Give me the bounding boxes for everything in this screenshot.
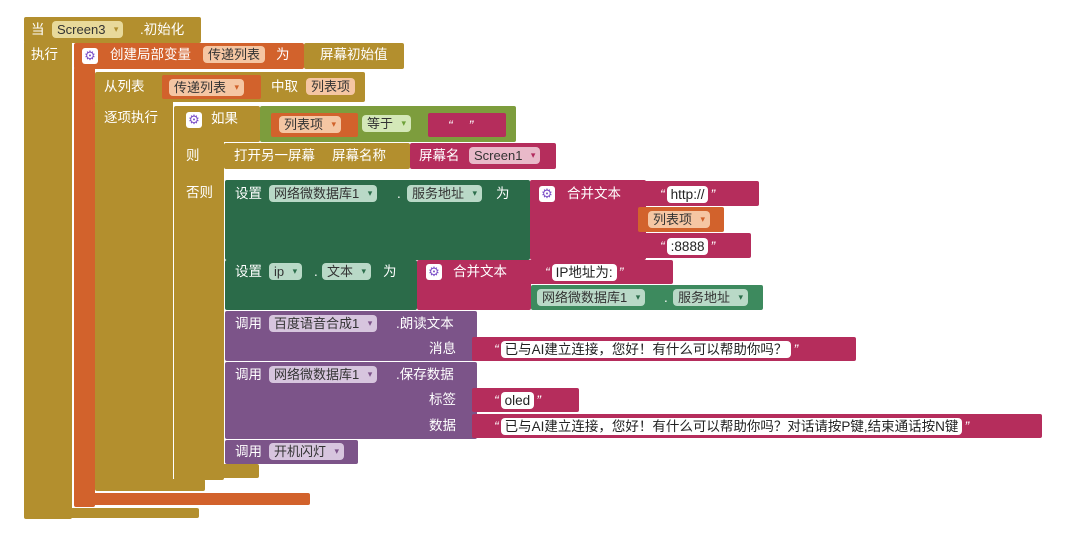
gear-icon[interactable]: ⚙ (539, 186, 555, 202)
local-variable-to-label: 为 (276, 47, 290, 62)
foreach-spine (95, 100, 173, 490)
event-block-screen3-initialize[interactable] (24, 17, 201, 519)
getter-dot: . (664, 290, 668, 305)
local-variable-label: 创建局部变量 (110, 47, 191, 62)
call2-tag-label: 标签 (429, 392, 456, 407)
call1-component-dropdown[interactable]: 百度语音合成1 (269, 315, 378, 332)
join2-label: 合并文本 (453, 264, 507, 279)
text-literal-tag: “oled” (494, 392, 541, 409)
text-literal-message: “已与AI建立连接，您好！有什么可以帮助你吗？” (494, 341, 799, 358)
set2-to-label: 为 (383, 264, 397, 279)
set2-component-dropdown[interactable]: ip (269, 263, 303, 280)
set1-dot: . (397, 186, 401, 201)
text-value-tag[interactable]: oled (500, 392, 535, 409)
if-footer (174, 464, 259, 478)
call1-msg-label: 消息 (429, 341, 456, 356)
screen-name-dropdown[interactable]: Screen1 (469, 147, 541, 164)
foreach-take-label: 中取 (271, 79, 298, 94)
if-label: 如果 (211, 111, 238, 126)
event-do-label: 执行 (31, 47, 58, 62)
text-literal-ip-label: “IP地址为:” (545, 264, 624, 281)
compare-operator-dropdown[interactable]: 等于 (362, 115, 412, 132)
event-when-label: 当 (31, 22, 45, 37)
call2-method-label: .保存数据 (396, 367, 454, 382)
set2-set-label: 设置 (235, 264, 262, 279)
call1-method-label: .朗读文本 (396, 316, 454, 331)
set2-dot: . (314, 264, 318, 279)
call3-procedure-dropdown[interactable]: 开机闪灯 (269, 443, 345, 460)
event-name-label: .初始化 (140, 22, 185, 37)
then-label: 则 (186, 148, 200, 163)
call1-call-label: 调用 (235, 316, 262, 331)
getter-component-dropdown[interactable]: 网络微数据库1 (537, 289, 646, 306)
open-screen-name-label: 屏幕名称 (332, 148, 386, 163)
gear-icon[interactable]: ⚙ (426, 264, 442, 280)
else-label: 否则 (186, 185, 213, 200)
text-literal-http: “http://” (660, 186, 716, 203)
text-value-message[interactable]: 已与AI建立连接，您好！有什么可以帮助你吗？ (500, 341, 792, 358)
local-variable-name-field[interactable]: 传递列表 (203, 46, 266, 63)
open-screen-block[interactable] (224, 143, 410, 169)
foreach-list-dropdown[interactable]: 传递列表 (169, 79, 245, 96)
event-footer (24, 508, 199, 518)
call2-component-dropdown[interactable]: 网络微数据库1 (269, 366, 378, 383)
join-item-dropdown[interactable]: 列表项 (648, 211, 711, 228)
foreach-from-label: 从列表 (104, 79, 145, 94)
screen-name-label: 屏幕名 (419, 148, 460, 163)
foreach-footer (95, 479, 205, 491)
gear-icon[interactable]: ⚙ (82, 48, 98, 64)
set2-property-dropdown[interactable]: 文本 (322, 263, 372, 280)
empty-text-block[interactable] (428, 113, 506, 137)
call2-data-label: 数据 (429, 418, 456, 433)
open-screen-label: 打开另一屏幕 (234, 148, 315, 163)
event-spine (24, 41, 72, 519)
set1-property-dropdown[interactable]: 服务地址 (407, 185, 483, 202)
set1-component-dropdown[interactable]: 网络微数据库1 (269, 185, 378, 202)
event-component-dropdown[interactable]: Screen3 (52, 21, 124, 38)
screen-start-value-block[interactable] (304, 43, 404, 69)
local-variable-header[interactable] (74, 43, 304, 69)
text-value-ip-label[interactable]: IP地址为: (551, 264, 617, 281)
getter-property-dropdown[interactable]: 服务地址 (673, 289, 749, 306)
gear-icon[interactable]: ⚙ (186, 112, 202, 128)
text-value-http[interactable]: http:// (666, 186, 709, 203)
call3-call-label: 调用 (235, 444, 262, 459)
text-value-data[interactable]: 已与AI建立连接，您好！有什么可以帮助你吗？对话请按P键,结束通话按N键 (500, 418, 963, 435)
local-variable-footer (74, 493, 310, 505)
join1-label: 合并文本 (567, 186, 621, 201)
screen-start-value-label: 屏幕初始值 (320, 47, 388, 62)
set1-to-label: 为 (496, 186, 510, 201)
call2-call-label: 调用 (235, 367, 262, 382)
set-ip-text-block[interactable] (225, 260, 417, 310)
foreach-item-name-field[interactable]: 列表项 (306, 78, 356, 95)
empty-text-literal: “” (448, 117, 474, 133)
foreach-do-label: 逐项执行 (104, 110, 158, 125)
text-value-port[interactable]: :8888 (666, 238, 709, 255)
text-literal-data: “已与AI建立连接，您好！有什么可以帮助你吗？对话请按P键,结束通话按N键” (494, 418, 970, 435)
if-spine (174, 140, 224, 480)
text-literal-port: “:8888” (660, 238, 716, 255)
compare-item-dropdown[interactable]: 列表项 (279, 116, 342, 133)
set1-set-label: 设置 (235, 186, 262, 201)
local-variable-spine (74, 67, 95, 507)
